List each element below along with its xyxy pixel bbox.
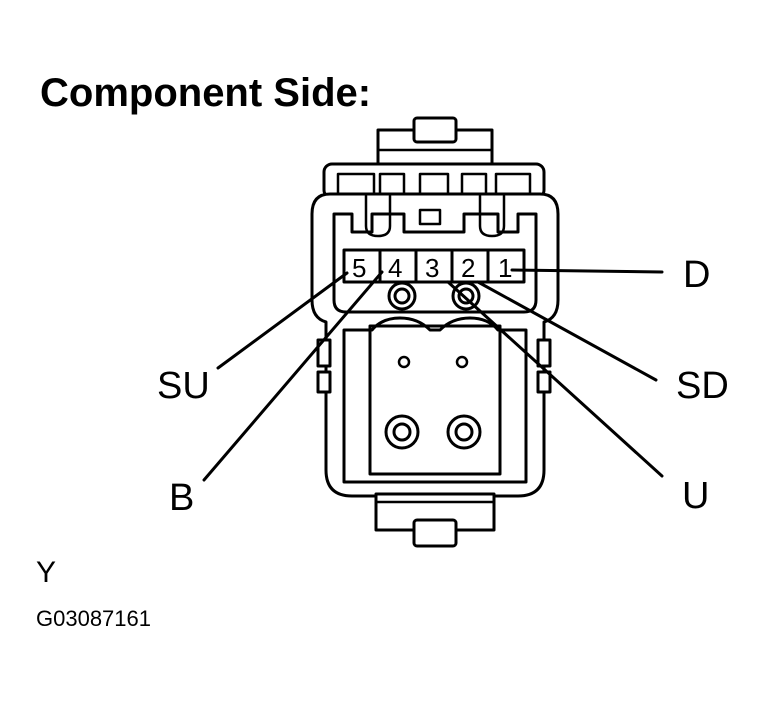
pin-number-3: 3 [425,253,439,283]
pin-number-4: 4 [388,253,402,283]
label-sd: SD [676,365,729,407]
pin-number-2: 2 [461,253,475,283]
leader-line-u [446,280,664,478]
pin-labels: SU B U SD D [157,254,729,519]
leader-line-b [202,270,384,482]
label-b: B [169,477,194,519]
label-d: D [683,254,710,296]
leader-lines [202,268,664,482]
label-u: U [682,475,709,517]
pin-number-5: 5 [352,253,366,283]
leader-line-sd [476,280,658,382]
pin-number-1: 1 [498,253,512,283]
diagram-title: Component Side: [40,71,371,115]
label-su: SU [157,365,210,407]
view-mark: Y [36,556,56,589]
connector-body [310,116,560,548]
figure-code: G03087161 [36,606,151,631]
pin-row: 5 4 3 2 1 [342,248,526,284]
leader-line-su [216,271,349,370]
leader-line-d [510,268,664,274]
